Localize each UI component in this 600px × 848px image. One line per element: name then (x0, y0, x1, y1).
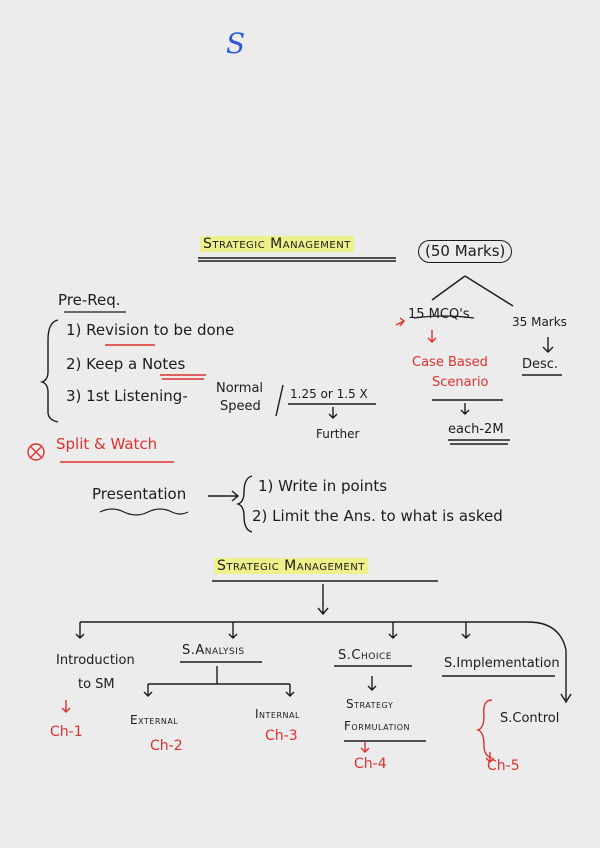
chapter-1: Ch-1 (50, 724, 83, 740)
control-label: S.Control (500, 711, 560, 726)
split-watch: Split & Watch (56, 435, 158, 453)
presentation-label: Presentation (92, 485, 187, 503)
choice-label: S.Choice (338, 648, 392, 663)
mcq-label: 15 MCQ's (408, 307, 470, 322)
chapter-5: Ch-5 (487, 758, 520, 774)
presentation-point-2: 2) Limit the Ans. to what is asked (252, 507, 503, 525)
presentation-point-1: 1) Write in points (258, 477, 388, 495)
strategy-line-2: Formulation (344, 719, 411, 733)
analysis-label: S.Analysis (182, 643, 245, 658)
intro-line-2: to SM (78, 677, 115, 692)
intro-line-1: Introduction (56, 653, 135, 668)
chapter-2: Ch-2 (150, 738, 183, 754)
top-letter: S (226, 27, 246, 60)
normal-speed-2: Speed (220, 399, 261, 414)
chapter-3: Ch-3 (265, 728, 298, 744)
prereq-item-3: 3) 1st Listening- (66, 387, 188, 405)
structure-title: Strategic Management (214, 558, 368, 575)
each-2m: each-2M (448, 422, 504, 437)
chapter-4: Ch-4 (354, 756, 387, 772)
case-based-2: Scenario (432, 375, 489, 390)
marks-35: 35 Marks (512, 315, 567, 329)
prereq-item-2: 2) Keep a Notes (66, 355, 186, 373)
case-based-1: Case Based (412, 355, 488, 370)
further-label: Further (316, 427, 360, 441)
desc-label: Desc. (522, 357, 559, 372)
normal-speed-1: Normal (216, 381, 264, 396)
section-title: Strategic Management (200, 236, 354, 253)
marks-total: (50 Marks) (418, 240, 513, 264)
speed-options: 1.25 or 1.5 X (290, 387, 368, 401)
internal-label: Internal (255, 707, 300, 721)
prereq-item-1: 1) Revision to be done (66, 321, 235, 339)
implementation-label: S.Implementation (444, 656, 560, 671)
strategy-line-1: Strategy (346, 697, 394, 711)
prereq-heading: Pre-Req. (58, 291, 121, 309)
external-label: External (130, 713, 179, 727)
